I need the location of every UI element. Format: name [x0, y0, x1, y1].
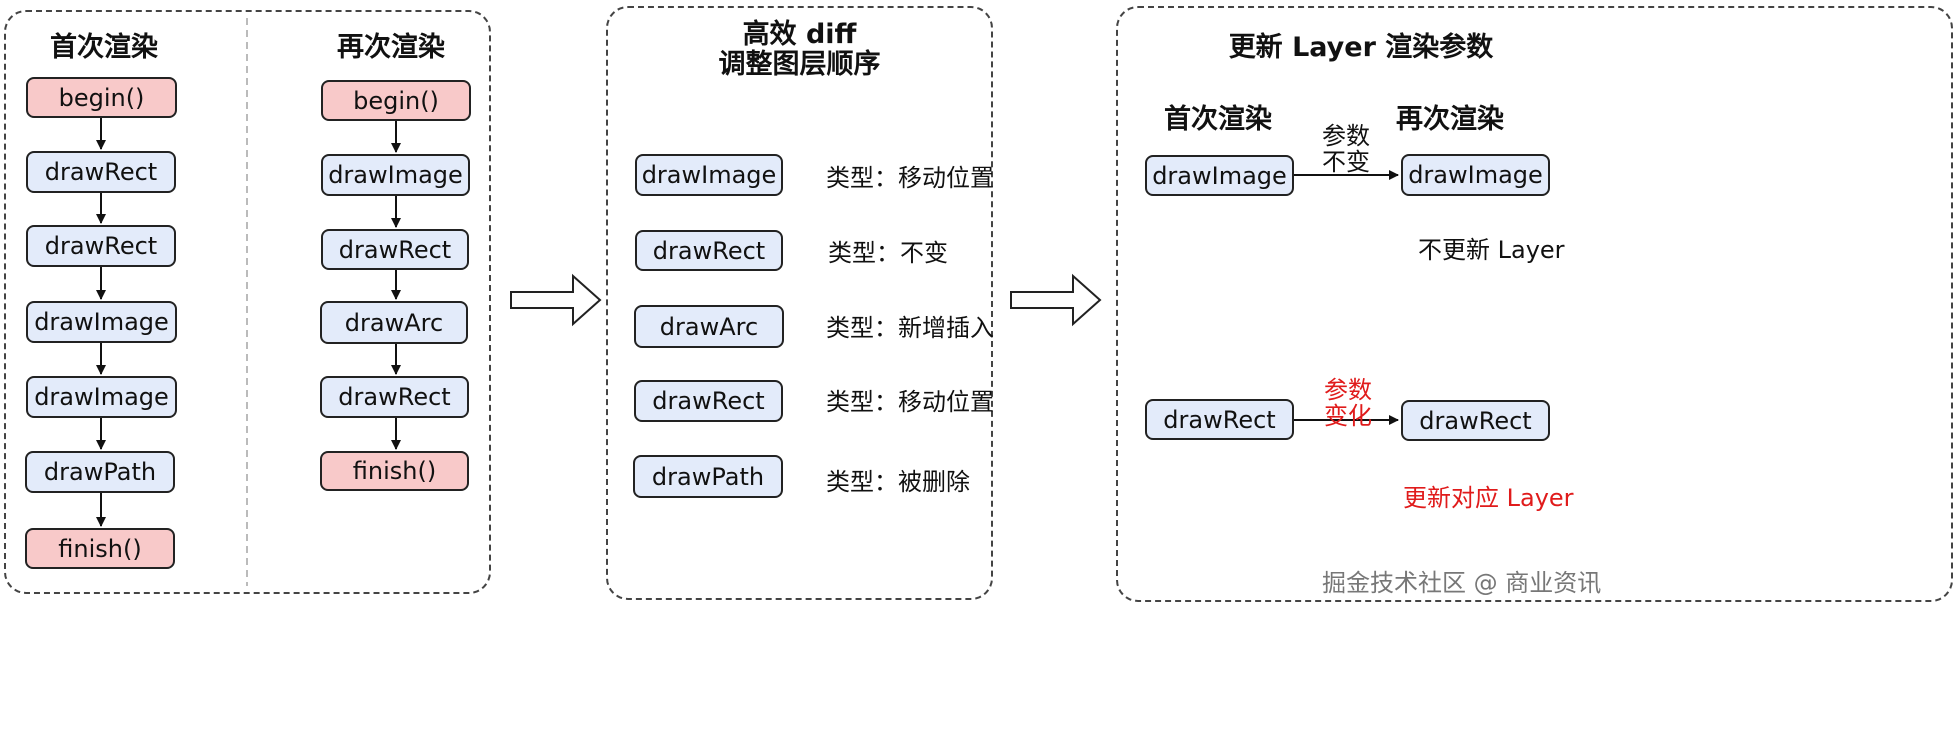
diff-type-row-3: 类型：新增插入 [826, 308, 994, 343]
second-node-finish: finish() [320, 451, 469, 491]
first-node-6: drawPath [25, 451, 175, 493]
diff-title-line1: 高效 diff [742, 19, 857, 50]
panel-diff [606, 6, 993, 600]
diff-type-row-2: 类型：不变 [828, 233, 948, 268]
case2-edge-line2: 变化 [1324, 402, 1372, 430]
first-node-3: drawRect [26, 225, 176, 267]
second-node-2: drawImage [321, 154, 470, 196]
diff-title-line2: 调整图层顺序 [718, 49, 881, 80]
watermark: 掘金技术社区 @ 商业资讯 [1322, 569, 1602, 597]
case2-edge-line1: 参数 [1324, 376, 1372, 404]
diff-node-2: drawRect [635, 230, 783, 271]
layer-update-title: 更新 Layer 渲染参数 [1228, 32, 1494, 63]
layer-first-header: 首次渲染 [1164, 104, 1272, 135]
first-node-2: drawRect [26, 151, 176, 193]
case1-note: 不更新 Layer [1418, 236, 1565, 264]
second-node-4: drawArc [320, 301, 468, 344]
panel-layer-update [1116, 6, 1953, 602]
case2-from-node: drawRect [1145, 399, 1294, 440]
second-node-begin: begin() [321, 80, 471, 121]
layer-second-header: 再次渲染 [1396, 104, 1504, 135]
first-render-title: 首次渲染 [50, 32, 158, 63]
second-render-title: 再次渲染 [337, 32, 445, 63]
first-node-finish: finish() [25, 528, 175, 569]
second-node-3: drawRect [321, 229, 469, 270]
diff-node-3: drawArc [634, 305, 784, 348]
first-node-5: drawImage [26, 376, 177, 418]
flow-arrow-1 [510, 273, 602, 327]
diff-type-row-1: 类型：移动位置 [826, 158, 994, 193]
type-label: 类型： [828, 239, 900, 267]
case1-edge-line1: 参数 [1322, 122, 1370, 150]
diff-node-4: drawRect [634, 380, 783, 422]
case2-to-node: drawRect [1401, 400, 1550, 441]
first-node-4: drawImage [26, 301, 177, 343]
diff-type-row-5: 类型：被删除 [826, 462, 970, 497]
type-value: 不变 [900, 239, 948, 267]
first-node-begin: begin() [26, 77, 177, 118]
diff-node-5: drawPath [633, 455, 783, 498]
type-label: 类型： [826, 314, 898, 342]
type-label: 类型： [826, 468, 898, 496]
case1-to-node: drawImage [1401, 154, 1550, 196]
flow-arrow-2 [1010, 273, 1102, 327]
case1-from-node: drawImage [1145, 155, 1294, 196]
panel-render-sequences [4, 10, 491, 594]
type-value: 移动位置 [898, 388, 994, 416]
type-value: 被删除 [898, 468, 970, 496]
second-node-5: drawRect [320, 376, 469, 418]
diff-node-1: drawImage [635, 154, 783, 196]
case1-edge-line2: 不变 [1322, 148, 1370, 176]
type-value: 新增插入 [898, 314, 994, 342]
type-value: 移动位置 [898, 164, 994, 192]
type-label: 类型： [826, 388, 898, 416]
type-label: 类型： [826, 164, 898, 192]
case2-note: 更新对应 Layer [1403, 484, 1574, 512]
diff-type-row-4: 类型：移动位置 [826, 382, 994, 417]
